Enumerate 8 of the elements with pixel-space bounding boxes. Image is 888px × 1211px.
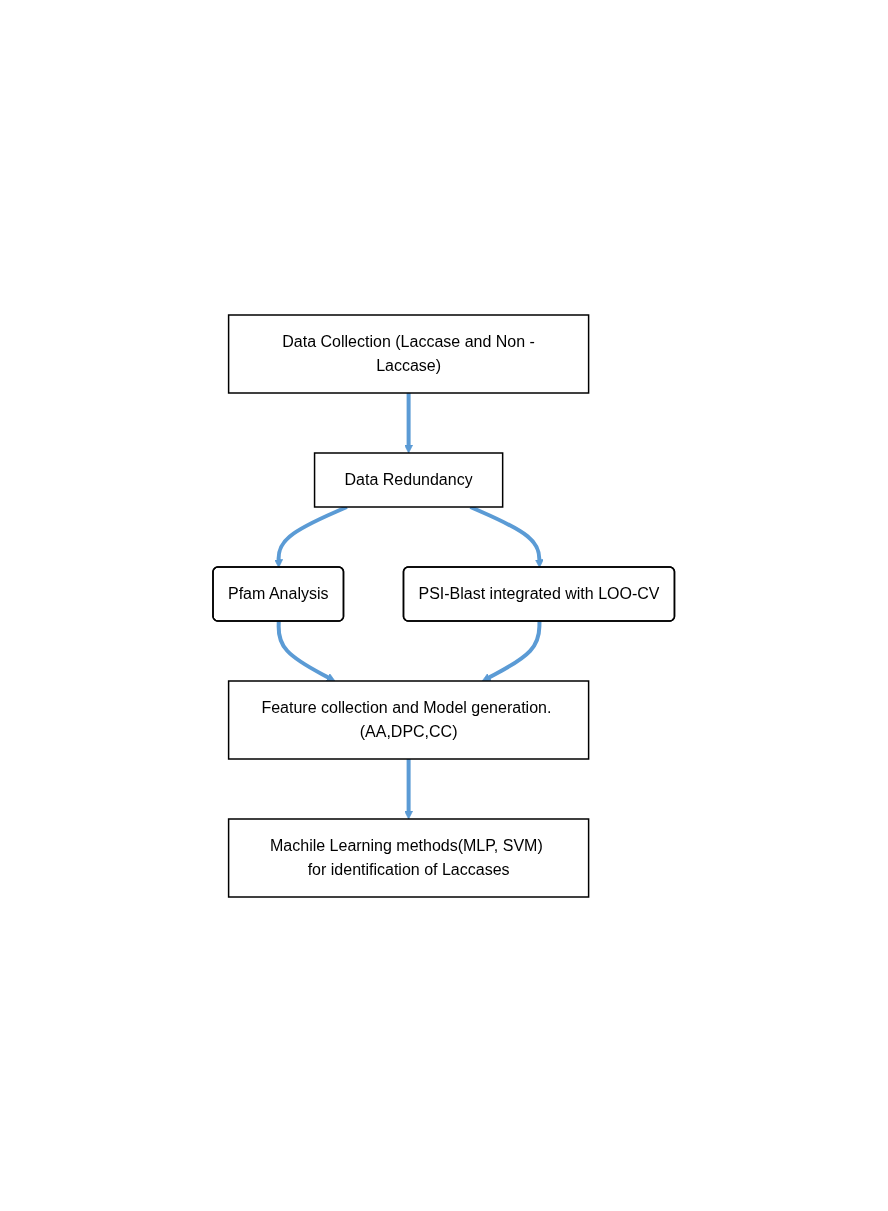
node-box: Data Redundancy: [314, 451, 504, 508]
node-box: Feature collection and Model generation. (AA,DPC,CC): [228, 679, 590, 760]
node-box: Machile Learning methods(MLP, SVM) for identification of Laccases: [228, 817, 590, 898]
arrow: [404, 758, 414, 819]
arrow: [404, 392, 414, 453]
node-box: Data Collection (Laccase and Non -Laccase): [228, 313, 590, 394]
arrow: [482, 620, 542, 681]
arrow: [276, 620, 336, 681]
